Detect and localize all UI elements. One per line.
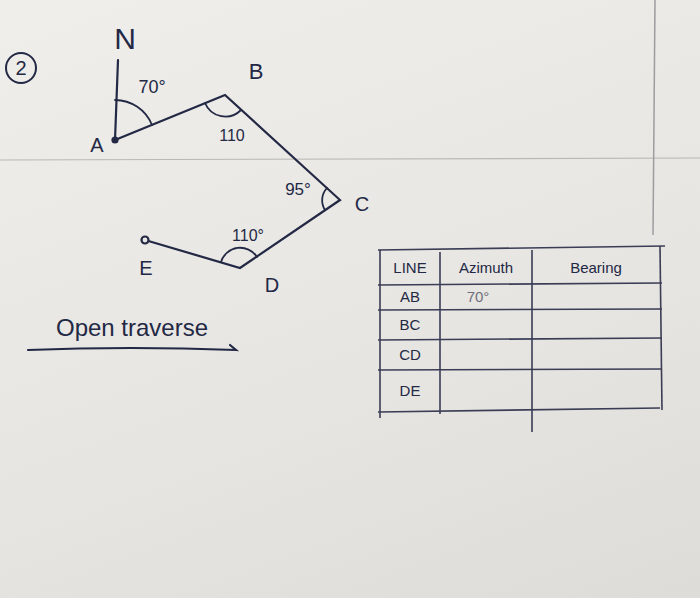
station-label: B [249, 60, 264, 84]
angle-value: 95° [285, 181, 311, 200]
angle-value: 110 [219, 127, 245, 145]
problem-number: 2 [5, 52, 37, 84]
table-header: Azimuth [459, 260, 513, 277]
note: Open traverse [56, 315, 208, 341]
table-cell: CD [399, 347, 421, 364]
table-cell: DE [400, 383, 421, 400]
table-cell: AB [400, 289, 420, 306]
underline [28, 345, 236, 350]
margin-line [653, 0, 655, 235]
angle-value: 110° [232, 227, 264, 245]
north-label: N [114, 22, 136, 55]
table-grid [378, 246, 665, 432]
ruled-line [0, 158, 700, 160]
station-label: D [265, 274, 279, 296]
station-mark [142, 237, 149, 244]
station-label: E [139, 257, 152, 279]
angle-arc [221, 248, 257, 262]
station-label: A [90, 134, 103, 156]
table-cell: BC [400, 317, 421, 334]
angle-value: 70° [138, 78, 165, 98]
angle-arc [205, 103, 241, 117]
station-mark [113, 138, 118, 143]
angle-arc [115, 100, 152, 125]
traverse-line [115, 95, 340, 268]
table-cell: 70° [467, 289, 490, 306]
angle-arc [322, 188, 327, 210]
number-text: 2 [15, 58, 26, 78]
table-header: Bearing [570, 260, 622, 277]
station-label: C [355, 193, 369, 215]
table-header: LINE [393, 260, 426, 277]
